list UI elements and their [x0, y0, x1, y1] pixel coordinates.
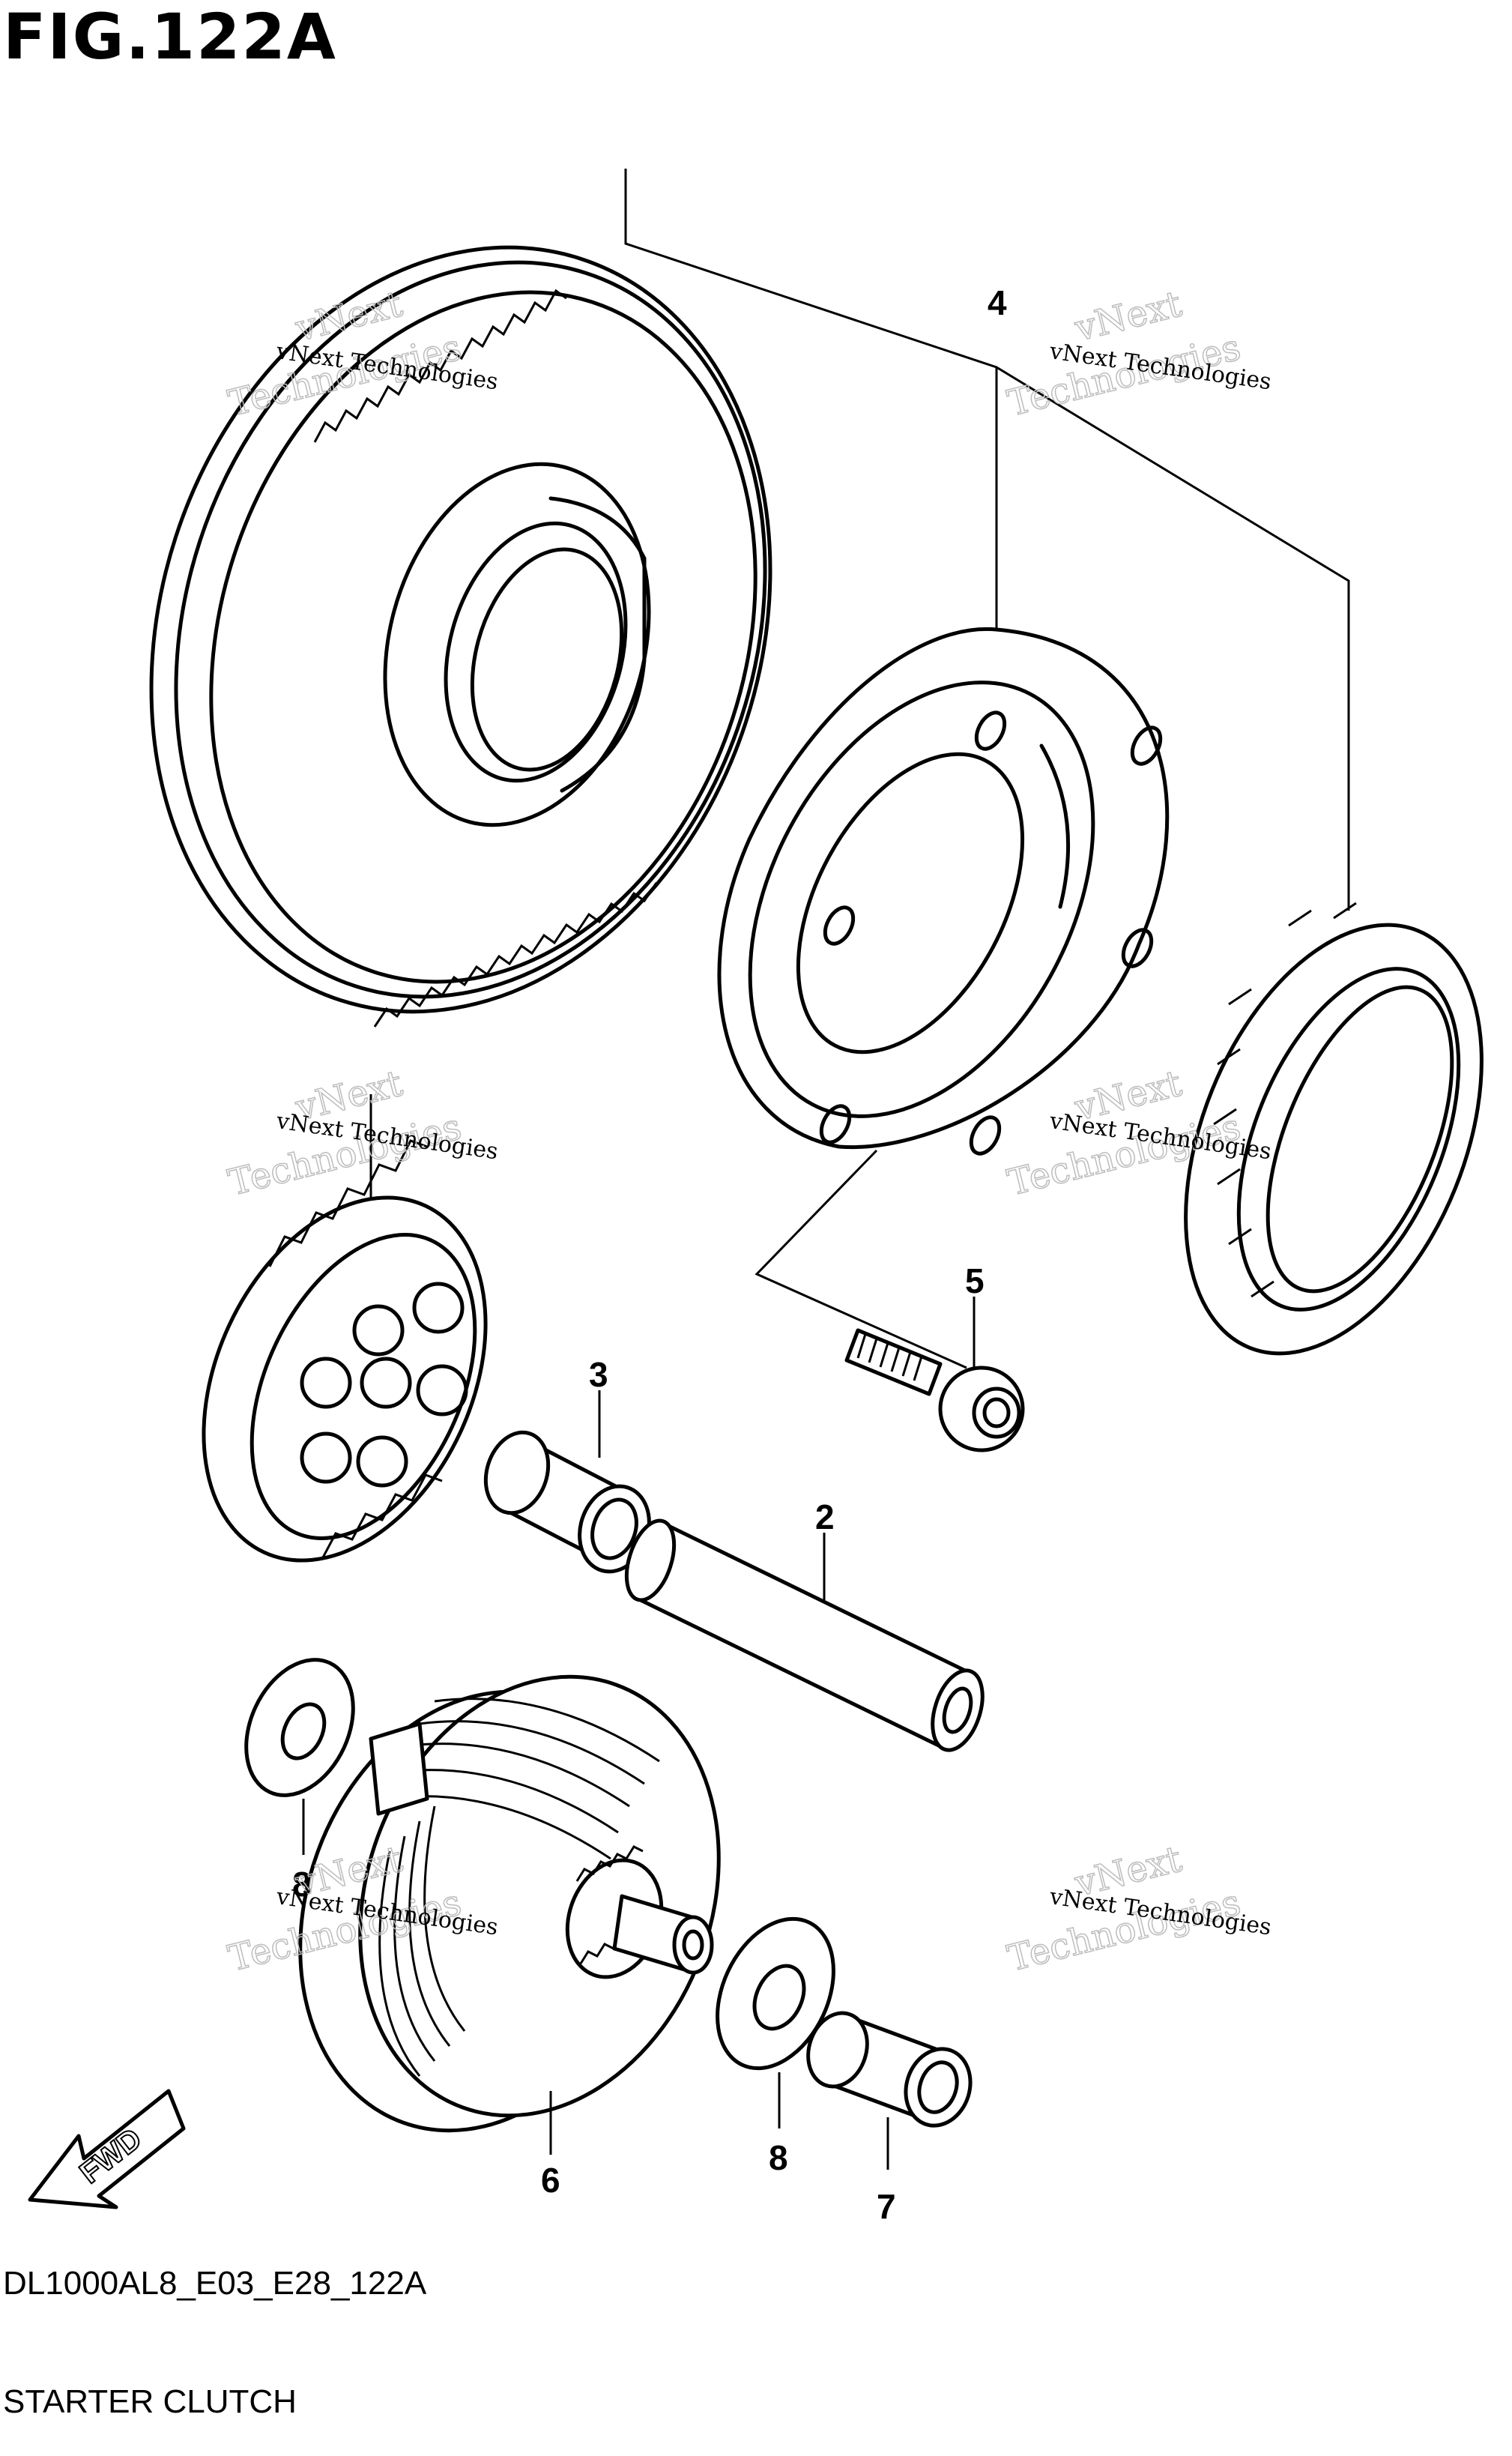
part-reduction-gear — [298, 1674, 721, 2155]
part-bolt — [755, 1149, 1025, 1452]
watermark-mid-left: vNext Technologies vNext Technologies — [224, 1062, 500, 1205]
part-washer-left — [244, 1658, 355, 1855]
callout-4: 4 — [988, 283, 1007, 322]
callout-6: 6 — [541, 2161, 560, 2200]
figure-title: FIG.122A — [3, 0, 337, 73]
part-clutch-body — [717, 627, 1170, 1156]
svg-text:vNext: vNext — [1070, 283, 1185, 349]
leader-assembly-bracket — [624, 169, 1350, 911]
part-ring-gear — [149, 245, 772, 1028]
callout-3: 3 — [589, 1355, 608, 1394]
part-bush — [483, 1390, 651, 1574]
part-bush-small — [806, 2011, 973, 2170]
part-washer-right — [716, 1916, 835, 2128]
callout-8-left: 8 — [292, 1865, 312, 1904]
watermark-top-right: vNext Technologies vNext Technologies — [1003, 283, 1273, 426]
watermark-bottom-right: vNext Technologies vNext Technologies — [1003, 1838, 1273, 1981]
callout-2: 2 — [815, 1497, 835, 1536]
forward-arrow-icon: FWD — [28, 2089, 186, 2209]
part-idler-gear — [202, 1094, 488, 1563]
callout-7: 7 — [877, 2187, 896, 2226]
part-one-way-clutch — [1184, 902, 1484, 1356]
figure-code: DL1000AL8_E03_E28_122A — [3, 2265, 427, 2302]
part-shaft — [624, 1518, 985, 1752]
callout-8-right: 8 — [769, 2138, 788, 2177]
callout-5: 5 — [965, 1261, 985, 1300]
figure-name: STARTER CLUTCH — [3, 2383, 297, 2420]
